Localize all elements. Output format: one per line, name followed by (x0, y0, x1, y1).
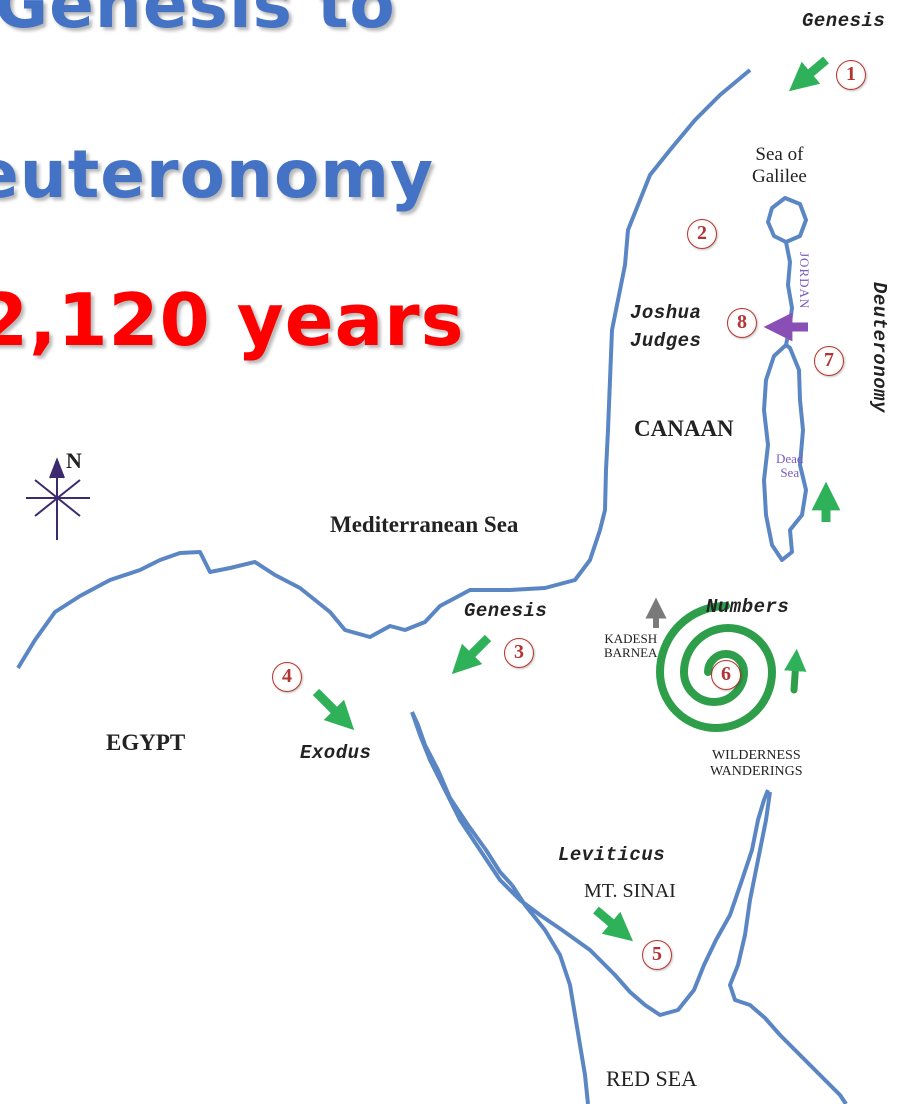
label-jordan: JORDAN (797, 252, 812, 310)
label-wilderness-wanderings: WILDERNESS WANDERINGS (710, 748, 803, 780)
red-sea-coast (728, 791, 848, 1104)
label-wilderness-line-1: WILDERNESS (711, 748, 801, 763)
label-genesis-top: Genesis (802, 10, 886, 32)
genesis-mid-arrow (451, 634, 492, 675)
label-canaan: CANAAN (634, 416, 734, 441)
title-line-3: 2,120 years (0, 278, 465, 362)
marker-5: 5 (642, 940, 672, 970)
title-line-1: Genesis to (0, 0, 396, 43)
gulf-of-suez (410, 711, 770, 1017)
label-genesis-mid: Genesis (464, 600, 548, 622)
marker-6: 6 (711, 660, 741, 690)
label-wilderness-line-2: WANDERINGS (710, 764, 803, 779)
label-red-sea: RED SEA (606, 1066, 698, 1091)
label-kadesh-barnea: KADESH BARNEA (604, 632, 657, 660)
genesis-top-arrow (789, 56, 829, 92)
label-sea-of-galilee: Sea of Galilee (752, 144, 807, 188)
label-egypt: EGYPT (106, 730, 186, 755)
label-kadesh-line-1: KADESH (604, 631, 658, 646)
exodus-arrow (312, 688, 355, 731)
label-dead-sea-line-1: Dead (776, 451, 804, 466)
mediterranean-coastline (16, 68, 752, 670)
label-numbers: Numbers (706, 596, 790, 618)
marker-7: 7 (814, 346, 844, 376)
title-line-2: euteronomy (0, 136, 435, 213)
label-mt-sinai: MT. SINAI (584, 880, 676, 902)
label-judges: Judges (630, 330, 702, 352)
label-joshua: Joshua (630, 302, 702, 324)
wilderness-spiral (655, 602, 807, 732)
label-exodus: Exodus (300, 742, 372, 764)
marker-2: 2 (687, 219, 717, 249)
dead-sea (762, 343, 808, 562)
compass-rose (26, 457, 90, 540)
label-leviticus: Leviticus (558, 844, 666, 866)
compass-north-label: N (66, 448, 82, 473)
label-sea-of-galilee-line-1: Sea of (755, 144, 804, 165)
sea-of-galilee (766, 196, 808, 244)
mt-sinai-arrow (593, 906, 633, 942)
label-sea-of-galilee-line-2: Galilee (752, 166, 807, 187)
label-dead-sea: Dead Sea (776, 452, 803, 480)
marker-1: 1 (836, 60, 866, 90)
label-deuteronomy: Deuteronomy (868, 282, 890, 413)
label-kadesh-line-2: BARNEA (604, 645, 658, 660)
marker-3: 3 (504, 638, 534, 668)
label-dead-sea-line-2: Sea (780, 465, 800, 480)
red-sea-west-coast (510, 883, 590, 1104)
marker-4: 4 (272, 662, 302, 692)
label-mediterranean-sea: Mediterranean Sea (330, 512, 519, 537)
marker-8: 8 (727, 308, 757, 338)
